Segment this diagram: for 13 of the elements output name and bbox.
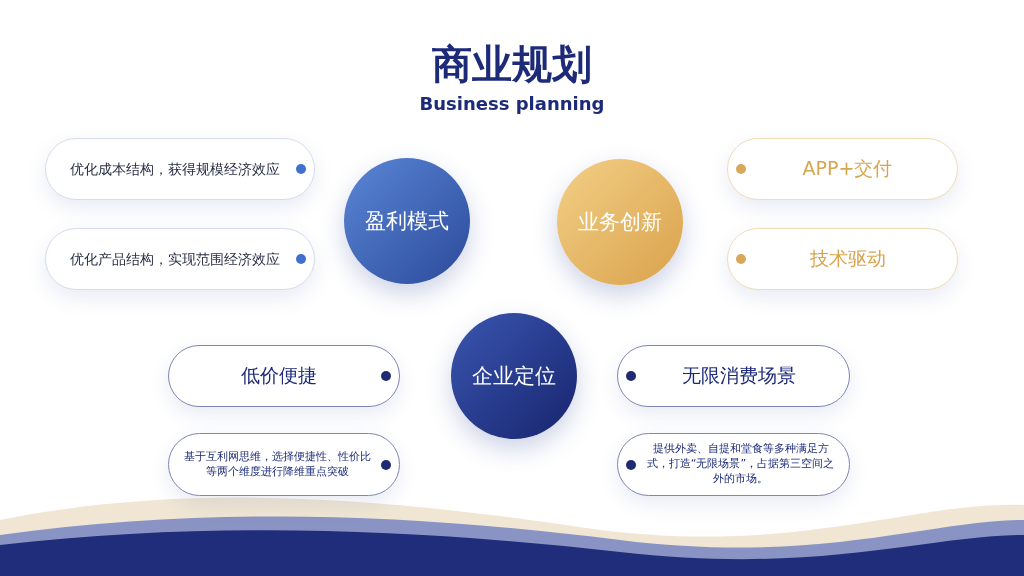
pill-text: 优化产品结构，实现范围经济效应	[70, 249, 280, 269]
title: 商业规划	[431, 40, 593, 89]
pill-text: 低价便捷	[241, 363, 317, 389]
subtitle: Business planning	[418, 92, 606, 116]
pill-text: 技术驱动	[809, 246, 886, 272]
pill-text: APP+交付	[802, 156, 893, 182]
topic-circle: 企业定位	[451, 313, 577, 439]
pill-text: 无限消费场景	[681, 363, 796, 389]
topic-circle: 业务创新	[557, 159, 683, 285]
topic-circle: 盈利模式	[344, 158, 470, 284]
pill-text: 基于互利网思维，选择便捷性、性价比等两个维度进行降维重点突破	[182, 449, 372, 480]
pill-text: 优化成本结构，获得规模经济效应	[70, 159, 280, 179]
pill-text: 提供外卖、自提和堂食等多种满足方式，打造“无限场景”，占据第三空间之外的市场。	[645, 442, 836, 487]
